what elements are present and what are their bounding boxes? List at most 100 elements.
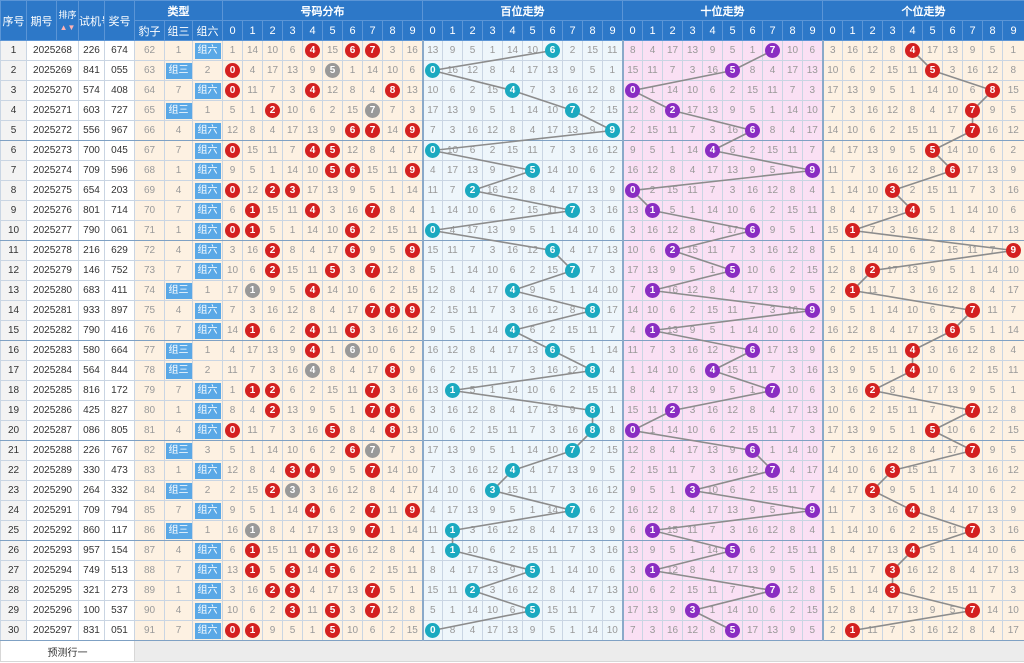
prize-number: 473: [104, 460, 135, 481]
row-index: 17: [0, 360, 27, 381]
dist-cell: 6: [342, 560, 364, 581]
dist-cell: 5: [322, 160, 344, 181]
dist-cell: 4: [302, 80, 324, 101]
trend-cell-1: 9: [462, 100, 484, 121]
dist-cell: 11: [222, 360, 244, 381]
prize-number: 513: [104, 560, 135, 581]
dist-cell: 6: [242, 600, 264, 621]
type-baozi-miss: 88: [134, 560, 165, 581]
dist-cell: 2: [262, 400, 284, 421]
trend-cell-2: 4: [702, 560, 724, 581]
trend-cell-3: 8: [882, 380, 904, 401]
trend-cell-1: 13: [562, 460, 584, 481]
col-header-digit-1-1: 1: [442, 20, 464, 41]
trend-cell-3: 16: [822, 320, 844, 341]
trend-cell-1: 5: [542, 280, 564, 301]
trend-cell-2: 2: [802, 320, 824, 341]
type-label-z6: 组六: [194, 42, 221, 59]
sort-button[interactable]: 排序▲▼: [56, 0, 79, 41]
trend-cell-1: 17: [482, 620, 504, 641]
trend-cell-1: 4: [462, 620, 484, 641]
trend-cell-1: 15: [442, 300, 464, 321]
dist-cell: 6: [302, 440, 324, 461]
trend-ball: 6: [745, 343, 761, 358]
trend-cell-1: 17: [562, 520, 584, 541]
type-label-z6: 组六: [194, 182, 221, 199]
trend-cell-3: 11: [922, 460, 944, 481]
col-header-digit-2-7: 7: [762, 20, 784, 41]
dist-cell: 4: [302, 240, 324, 261]
trend-cell-3: 6: [942, 160, 964, 181]
trend-cell-3: 16: [902, 220, 924, 241]
dist-cell: 11: [342, 380, 364, 401]
trend-cell-2: 3: [742, 580, 764, 601]
trend-cell-3: 15: [1002, 80, 1024, 101]
row-index: 3: [0, 80, 27, 101]
dist-ball: 4: [305, 323, 321, 338]
prize-number: 045: [104, 140, 135, 161]
trend-cell-3: 15: [942, 240, 964, 261]
dist-ball: 8: [385, 303, 401, 318]
dist-ball: 3: [285, 183, 301, 198]
trend-cell-3: 5: [942, 260, 964, 281]
col-header-issue[interactable]: 期号: [26, 0, 57, 41]
dist-cell: 6: [362, 620, 384, 641]
trend-ball: 7: [765, 463, 781, 478]
prize-number: 629: [104, 240, 135, 261]
dist-cell: 3: [222, 240, 244, 261]
dist-cell: 7: [222, 300, 244, 321]
trend-cell-1: 16: [502, 580, 524, 601]
dist-cell: 12: [222, 460, 244, 481]
issue-number: 2025290: [26, 480, 79, 501]
dist-cell: 2: [262, 180, 284, 201]
issue-number: 2025297: [26, 620, 79, 641]
trend-cell-1: 15: [542, 600, 564, 621]
trend-cell-2: 3: [622, 560, 644, 581]
trend-ball: 2: [665, 243, 681, 258]
dist-cell: 4: [382, 480, 404, 501]
prize-number: 827: [104, 400, 135, 421]
predict-row-cells[interactable]: [133, 640, 1024, 662]
trend-cell-3: 3: [922, 340, 944, 361]
trend-cell-3: 14: [882, 300, 904, 321]
dist-ball: 9: [404, 243, 420, 258]
type-label-z6: 组六: [194, 562, 221, 579]
trend-cell-2: 4: [762, 60, 784, 81]
dist-cell: 14: [222, 320, 244, 341]
dist-ball: 7: [365, 303, 381, 318]
col-header-digit-3-7: 7: [962, 20, 984, 41]
trend-cell-2: 6: [762, 600, 784, 621]
dist-cell: 7: [362, 500, 384, 521]
trend-cell-3: 17: [822, 420, 844, 441]
